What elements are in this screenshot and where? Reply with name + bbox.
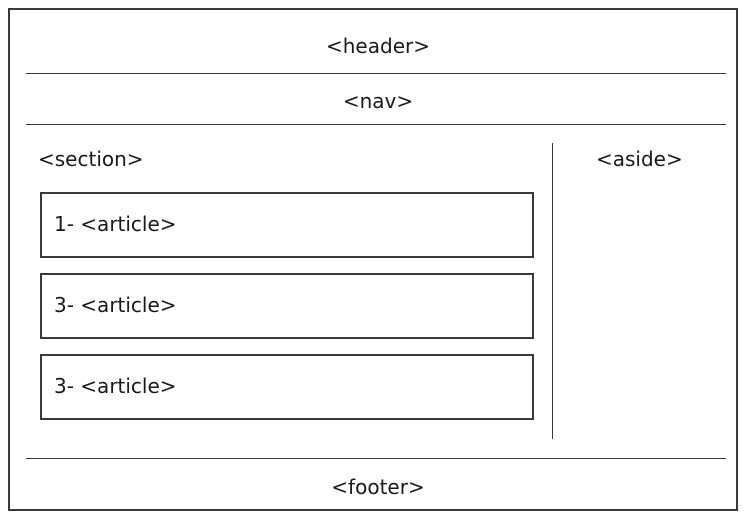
article-label-2: 3- <article> bbox=[54, 293, 177, 317]
page-layout-frame bbox=[8, 8, 738, 511]
article-label-1: 1- <article> bbox=[54, 212, 177, 236]
aside-label: <aside> bbox=[596, 147, 683, 171]
header-label: <header> bbox=[326, 34, 430, 58]
nav-divider bbox=[26, 124, 726, 125]
article-label-3: 3- <article> bbox=[54, 374, 177, 398]
article-box-1: 1- <article> bbox=[40, 192, 534, 258]
article-box-2: 3- <article> bbox=[40, 273, 534, 339]
footer-label: <footer> bbox=[331, 475, 425, 499]
header-divider bbox=[26, 73, 726, 74]
section-aside-divider bbox=[552, 143, 553, 439]
article-box-3: 3- <article> bbox=[40, 354, 534, 420]
footer-divider bbox=[26, 458, 726, 459]
nav-label: <nav> bbox=[342, 89, 414, 113]
section-label: <section> bbox=[38, 147, 144, 171]
